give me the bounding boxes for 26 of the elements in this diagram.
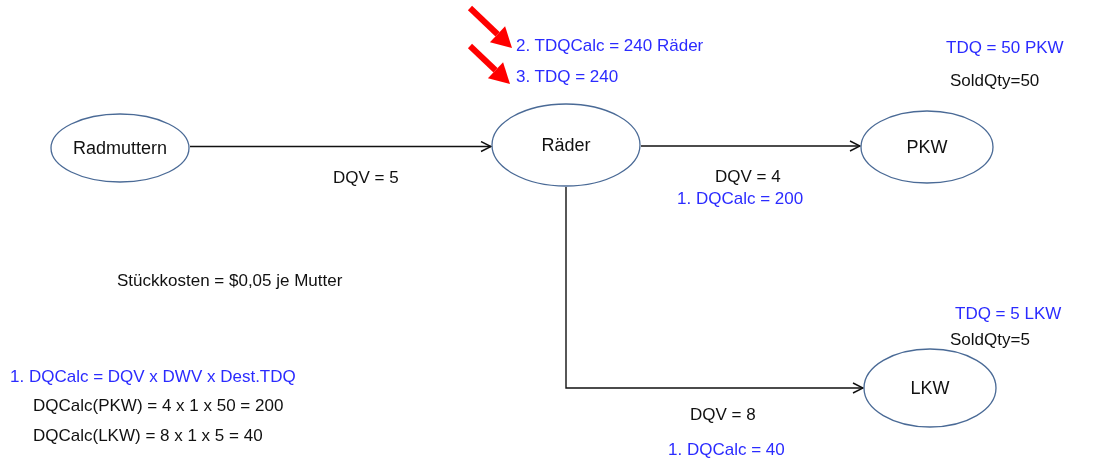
- ellipse-node: [863, 348, 997, 428]
- calculation-note: 1. DQCalc = 200: [677, 189, 804, 209]
- edge-label: DQV = 4: [715, 167, 781, 187]
- node-annotation: SoldQty=50: [950, 71, 1040, 91]
- formula-text: 1. DQCalc = DQV x DWV x Dest.TDQ: [10, 367, 296, 387]
- arrow: [640, 140, 861, 152]
- formula-text: DQCalc(LKW) = 8 x 1 x 5 = 40: [33, 426, 263, 446]
- ellipse-node: [491, 103, 641, 187]
- calculation-note: 1. DQCalc = 40: [668, 440, 785, 460]
- arrow: [189, 140, 492, 153]
- node-annotation: TDQ = 50 PKW: [946, 38, 1064, 58]
- node-annotation: 2. TDQCalc = 240 Räder: [516, 36, 704, 56]
- ellipse-node: [860, 110, 994, 184]
- node-label: PKW: [906, 136, 948, 158]
- node-label: Radmuttern: [72, 137, 167, 159]
- node-annotation: SoldQty=5: [950, 330, 1030, 350]
- formula-text: DQCalc(PKW) = 4 x 1 x 50 = 200: [33, 396, 284, 416]
- edge-label: DQV = 5: [333, 168, 399, 188]
- arrow: [565, 186, 864, 394]
- ellipse-node: [50, 113, 190, 183]
- edge-label: DQV = 8: [690, 405, 756, 425]
- cost-note: Stückkosten = $0,05 je Mutter: [117, 271, 343, 291]
- node-annotation: TDQ = 5 LKW: [955, 304, 1062, 324]
- node-annotation: 3. TDQ = 240: [516, 67, 619, 87]
- node-label: Räder: [541, 134, 591, 156]
- node-label: LKW: [910, 377, 950, 399]
